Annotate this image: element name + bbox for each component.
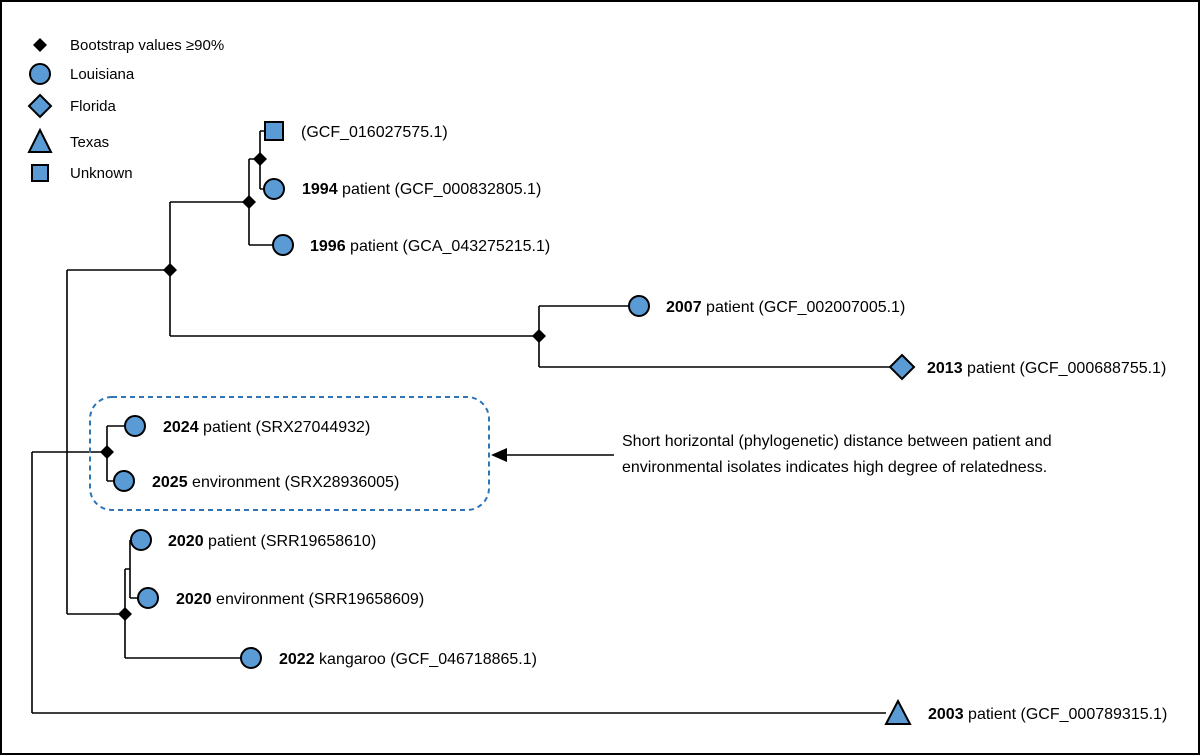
tip-label: 2007 patient (GCF_002007005.1) [666, 299, 905, 316]
legend-label: Bootstrap values ≥90% [70, 37, 224, 54]
circle-marker [263, 178, 285, 200]
tip-label: 2024 patient (SRX27044932) [163, 419, 370, 436]
legend-label: Unknown [70, 165, 133, 182]
tree-tip: 2024 patient (SRX27044932) [124, 415, 370, 437]
tree-tip: 2022 kangaroo (GCF_046718865.1) [240, 647, 537, 669]
circle-marker [124, 415, 146, 437]
unknown-square-icon [31, 164, 49, 182]
tree-tip: 2003 patient (GCF_000789315.1) [884, 698, 1167, 725]
tip-label: 2022 kangaroo (GCF_046718865.1) [279, 651, 537, 668]
legend-item-texas: Texas [27, 127, 109, 153]
annotation-arrow [491, 448, 614, 462]
florida-diamond-icon [27, 93, 53, 119]
circle-marker [113, 470, 135, 492]
tip-label: 2020 environment (SRR19658609) [176, 591, 424, 608]
legend-label: Florida [70, 98, 117, 115]
tree-tip: 2020 environment (SRR19658609) [137, 587, 424, 609]
legend-item-unknown: Unknown [31, 164, 133, 182]
annotation-text-line2: environmental isolates indicates high de… [622, 459, 1047, 476]
tip-label: (GCF_016027575.1) [301, 124, 448, 141]
highlight-box [89, 396, 490, 511]
circle-marker [628, 295, 650, 317]
legend-label: Louisiana [70, 66, 135, 83]
tip-label: 2013 patient (GCF_000688755.1) [927, 360, 1166, 377]
legend-item-louisiana: Louisiana [29, 63, 135, 85]
texas-triangle-icon [27, 127, 53, 153]
tip-label: 2003 patient (GCF_000789315.1) [928, 706, 1167, 723]
circle-marker [240, 647, 262, 669]
annotation-text-line1: Short horizontal (phylogenetic) distance… [622, 433, 1052, 450]
tree-tip: 2020 patient (SRR19658610) [130, 529, 376, 551]
triangle-marker [884, 698, 912, 725]
tree-tip: 1996 patient (GCA_043275215.1) [272, 234, 550, 256]
bootstrap-node-icon [100, 152, 546, 621]
tree-tip: 2025 environment (SRX28936005) [113, 470, 399, 492]
circle-marker [130, 529, 152, 551]
legend-item-florida: Florida [27, 93, 117, 119]
tree-tip: (GCF_016027575.1) [264, 121, 448, 141]
tree-tip: 2013 patient (GCF_000688755.1) [888, 353, 1166, 381]
tree-branches [31, 130, 890, 714]
legend: Bootstrap values ≥90% Louisiana Florida … [27, 37, 224, 182]
bootstrap-diamond-icon [33, 38, 47, 52]
legend-label: Texas [70, 134, 109, 151]
diamond-marker [888, 353, 916, 381]
circle-marker [137, 587, 159, 609]
tip-label: 1996 patient (GCA_043275215.1) [310, 238, 550, 255]
tip-label: 2020 patient (SRR19658610) [168, 533, 376, 550]
square-marker [264, 121, 284, 141]
tip-label: 1994 patient (GCF_000832805.1) [302, 181, 541, 198]
louisiana-circle-icon [29, 63, 51, 85]
tip-label: 2025 environment (SRX28936005) [152, 474, 399, 491]
tree-tip: 2007 patient (GCF_002007005.1) [628, 295, 905, 317]
legend-item-bootstrap: Bootstrap values ≥90% [33, 37, 224, 54]
tree-tip: 1994 patient (GCF_000832805.1) [263, 178, 541, 200]
circle-marker [272, 234, 294, 256]
